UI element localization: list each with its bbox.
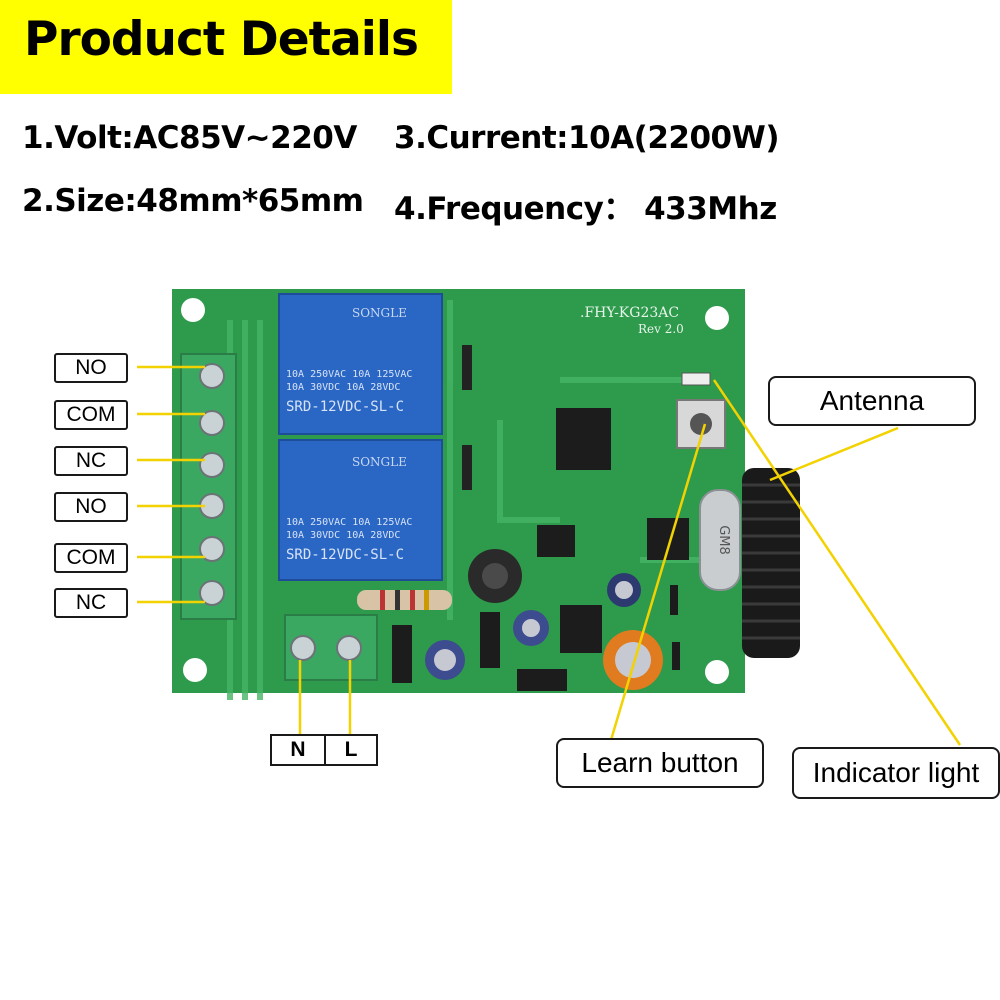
spec-current: 3.Current:10A(2200W) (394, 120, 780, 156)
title-banner: Product Details (0, 0, 452, 94)
terminal-label-nc-1: NC (54, 446, 128, 476)
relay-1-rating-1: 10A 250VAC 10A 125VAC (286, 369, 412, 380)
pcb-components (357, 345, 711, 691)
pcb-board (172, 289, 745, 693)
page-title: Product Details (24, 12, 419, 67)
terminal-label-nc-2: NC (54, 588, 128, 618)
crystal-label: GM8 (716, 525, 731, 555)
crystal: GM8 (699, 489, 741, 591)
terminal-label-no-2: NO (54, 492, 128, 522)
terminal-label-no-1: NO (54, 353, 128, 383)
terminal-label-com-2: COM (54, 543, 128, 573)
relay-1-brand: SONGLE (352, 306, 407, 320)
callout-learn-button: Learn button (556, 738, 764, 788)
spec-volt: 1.Volt:AC85V~220V (22, 120, 357, 156)
terminal-label-com-1: COM (54, 400, 128, 430)
relay-1: SONGLE 10A 250VAC 10A 125VAC 10A 30VDC 1… (278, 293, 443, 435)
relay-2-model: SRD-12VDC-SL-C (286, 547, 404, 563)
callout-antenna: Antenna (768, 376, 976, 426)
relay-1-rating-2: 10A 30VDC 10A 28VDC (286, 382, 400, 393)
spec-frequency: 4.Frequency： 433Mhz (394, 191, 777, 227)
callout-indicator-light: Indicator light (792, 747, 1000, 799)
relay-1-model: SRD-12VDC-SL-C (286, 399, 404, 415)
relay-2: SONGLE 10A 250VAC 10A 125VAC 10A 30VDC 1… (278, 439, 443, 581)
leader-lines (137, 365, 962, 746)
relay-2-rating-1: 10A 250VAC 10A 125VAC (286, 517, 412, 528)
board-revision-text: Rev 2.0 (638, 322, 684, 336)
mounting-holes (181, 298, 729, 684)
spec-size: 2.Size:48mm*65mm (22, 183, 364, 219)
relay-2-brand: SONGLE (352, 455, 407, 469)
board-model-text: .FHY-KG23AC (580, 305, 679, 321)
power-label-neutral: N (270, 734, 326, 766)
antenna-coil (742, 468, 800, 658)
relay-2-rating-2: 10A 30VDC 10A 28VDC (286, 530, 400, 541)
power-label-live: L (324, 734, 378, 766)
output-terminal-block (180, 353, 237, 620)
